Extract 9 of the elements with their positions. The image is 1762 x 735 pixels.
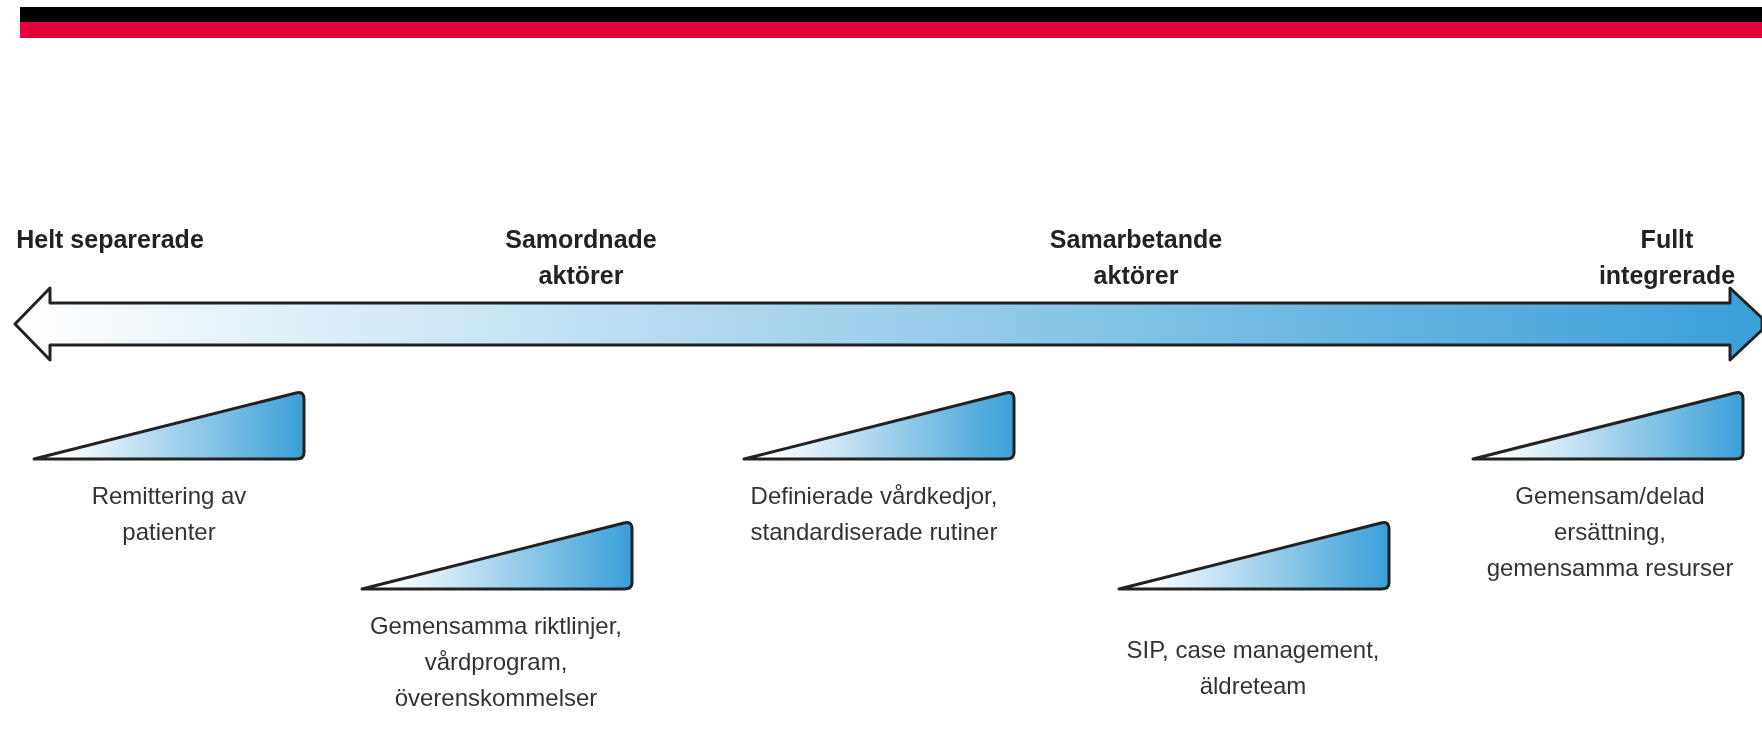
wedge-caption: Definierade vårdkedjor, standardiserade rutiner [749, 481, 999, 547]
scale-heading: Samarbetande aktörer [1048, 224, 1224, 291]
scale-heading: Samordnade aktörer [504, 224, 658, 291]
wedge-caption: Remittering av patienter [90, 481, 248, 547]
wedge-caption: Gemensam/delad ersättning, gemensamma resurser [1485, 481, 1735, 583]
scale-heading: Fullt integrerade [1597, 224, 1737, 291]
wedge-caption: Gemensamma riktlinjer, vårdprogram, överenskommelser [368, 611, 624, 713]
wedge-caption: SIP, case management, äldreteam [1125, 635, 1381, 701]
scale-heading: Helt separerade [15, 224, 205, 255]
